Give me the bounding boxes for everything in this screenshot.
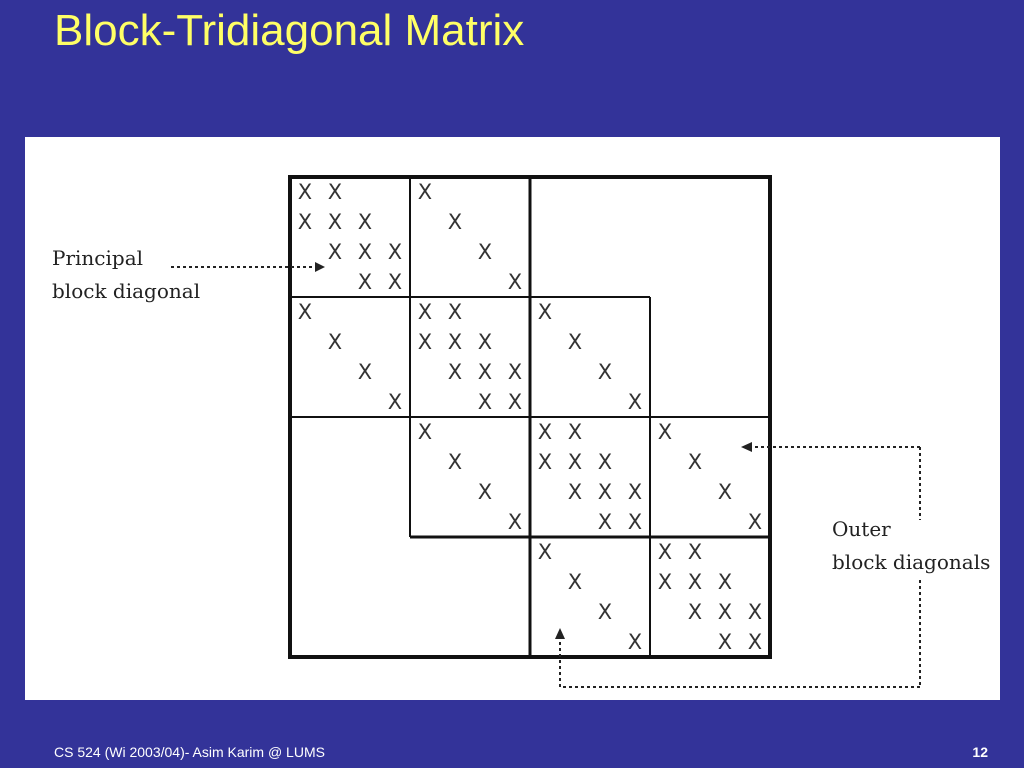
matrix-entry-x: X: [328, 180, 342, 204]
matrix-entry-x: X: [688, 570, 702, 594]
matrix-entry-x: X: [598, 450, 612, 474]
matrix-entry-x: X: [628, 480, 642, 504]
matrix-entry-x: X: [658, 570, 672, 594]
matrix-entry-x: X: [298, 180, 312, 204]
matrix-entry-x: X: [718, 630, 732, 654]
matrix-entry-x: X: [328, 240, 342, 264]
outer-arrow: [559, 446, 921, 688]
matrix-entry-x: X: [478, 390, 492, 414]
principal-arrow: [171, 262, 325, 272]
matrix-entry-x: X: [448, 210, 462, 234]
matrix-entry-x: X: [538, 540, 552, 564]
matrix-entry-x: X: [538, 450, 552, 474]
matrix-entry-x: X: [628, 510, 642, 534]
matrix-entry-x: X: [508, 390, 522, 414]
matrix-entry-x: X: [748, 600, 762, 624]
matrix-entry-x: X: [418, 300, 432, 324]
matrix-entry-x: X: [478, 330, 492, 354]
matrix-entry-x: X: [628, 630, 642, 654]
matrix-entry-x: X: [478, 240, 492, 264]
matrix-entry-x: X: [658, 420, 672, 444]
matrix-entry-x: X: [298, 300, 312, 324]
matrix-entry-x: X: [688, 600, 702, 624]
matrix-entry-x: X: [358, 360, 372, 384]
matrix-entry-x: X: [508, 360, 522, 384]
matrix-entry-x: X: [718, 600, 732, 624]
matrix-entry-x: X: [328, 210, 342, 234]
matrix-entry-x: X: [718, 480, 732, 504]
matrix-entry-x: X: [448, 330, 462, 354]
matrix-entry-x: X: [688, 540, 702, 564]
matrix-entry-x: X: [298, 210, 312, 234]
slide-title: Block-Tridiagonal Matrix: [54, 6, 525, 55]
matrix-entry-x: X: [358, 270, 372, 294]
matrix-entry-x: X: [568, 420, 582, 444]
matrix-entry-x: X: [598, 600, 612, 624]
matrix-entry-x: X: [388, 270, 402, 294]
matrix-entry-x: X: [418, 180, 432, 204]
matrix-entry-x: X: [598, 480, 612, 504]
principal-label-line-1: Principal: [52, 246, 144, 270]
matrix-entry-x: X: [658, 540, 672, 564]
matrix-entry-x: X: [448, 360, 462, 384]
matrix-entry-x: X: [388, 390, 402, 414]
matrix-entry-x: X: [478, 360, 492, 384]
matrix-entry-x: X: [418, 330, 432, 354]
matrix-entry-x: X: [598, 360, 612, 384]
matrix-entry-x: X: [568, 570, 582, 594]
matrix-entry-x: X: [568, 450, 582, 474]
matrix-entry-x: X: [358, 240, 372, 264]
matrix-entry-x: X: [538, 420, 552, 444]
matrix-entry-x: X: [748, 510, 762, 534]
matrix-entry-x: X: [598, 510, 612, 534]
outer-block-diagonals-label: Outer block diagonals: [832, 513, 990, 579]
matrix-entry-x: X: [448, 450, 462, 474]
matrix-entry-x: X: [328, 330, 342, 354]
matrix-entry-x: X: [748, 630, 762, 654]
matrix-entry-x: X: [688, 450, 702, 474]
matrix-entry-x: X: [508, 270, 522, 294]
matrix-entry-x: X: [388, 240, 402, 264]
matrix-entry-x: X: [358, 210, 372, 234]
slide-page-number: 12: [972, 744, 988, 760]
matrix-entry-x: X: [718, 570, 732, 594]
outer-label-line-1: Outer: [832, 517, 891, 541]
footer-course-info: CS 524 (Wi 2003/04)- Asim Karim @ LUMS: [54, 744, 325, 760]
matrix-entry-x: X: [448, 300, 462, 324]
outer-arrowhead-up: [555, 628, 565, 639]
matrix-entry-x: X: [568, 330, 582, 354]
outer-label-line-2: block diagonals: [832, 550, 991, 574]
matrix-entry-x: X: [568, 480, 582, 504]
principal-label-line-2: block diagonal: [52, 279, 201, 303]
matrix-entry-x: X: [628, 390, 642, 414]
matrix-entry-x: X: [538, 300, 552, 324]
matrix-entry-x: X: [478, 480, 492, 504]
principal-block-diagonal-label: Principal block diagonal: [52, 242, 200, 308]
matrix-entry-x: X: [508, 510, 522, 534]
matrix-entry-x: X: [418, 420, 432, 444]
outer-arrowhead-right: [741, 442, 752, 452]
block-boundaries: [288, 175, 772, 659]
